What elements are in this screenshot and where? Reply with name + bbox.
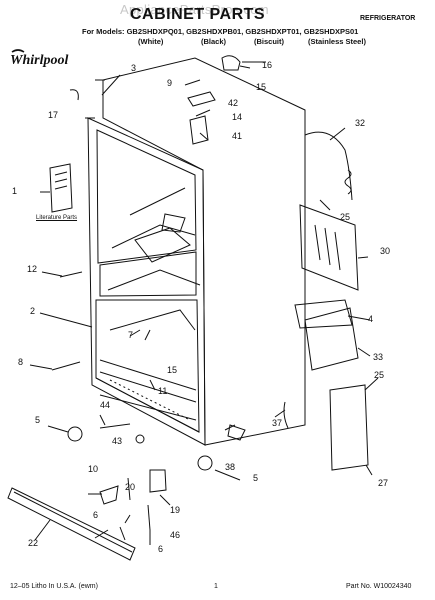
callout-12: 12	[27, 264, 38, 274]
toe-panel	[305, 308, 358, 370]
rear-grille	[300, 205, 358, 290]
callout-30: 30	[380, 246, 391, 256]
callout-16: 16	[262, 60, 273, 70]
callout-9: 9	[167, 78, 173, 88]
callout-3: 3	[131, 63, 137, 73]
callout-27: 27	[378, 478, 389, 488]
literature-booklet	[50, 164, 72, 212]
svg-text:Whirlpool: Whirlpool	[10, 53, 68, 68]
literature-parts-label: Literature Parts	[36, 215, 78, 221]
left-roller	[68, 427, 82, 441]
kickplate	[8, 488, 135, 560]
footer-part-number: Part No. W10024340	[346, 583, 412, 590]
variant-biscuit: (Biscuit)	[254, 37, 284, 46]
callout-17: 17	[48, 110, 59, 120]
callout-6-upper: 6	[93, 510, 99, 520]
callout-14: 14	[232, 112, 243, 122]
power-cord	[305, 132, 352, 200]
variant-white: (White)	[138, 37, 164, 46]
model-list: For Models: GB2SHDXPQ01, GB2SHDXPB01, GB…	[82, 27, 359, 36]
variant-black: (Black)	[201, 37, 227, 46]
callout-22: 22	[28, 538, 39, 548]
callout-1: 1	[12, 186, 18, 196]
site-watermark: AppliancePartsPros.com	[120, 2, 269, 17]
access-panel	[330, 385, 368, 470]
callout-2: 2	[30, 306, 36, 316]
callout-5-left: 5	[35, 415, 41, 425]
callout-37: 37	[272, 418, 283, 428]
footer-page-number: 1	[214, 583, 218, 590]
callout-19: 19	[170, 505, 181, 515]
callout-46: 46	[170, 530, 181, 540]
callout-8: 8	[18, 357, 24, 367]
variant-stainless: (Stainless Steel)	[308, 37, 366, 46]
cabinet-shell	[103, 58, 305, 445]
callout-41: 41	[232, 131, 243, 141]
callout-42: 42	[228, 98, 239, 108]
callout-4: 4	[368, 314, 374, 324]
right-roller	[198, 456, 212, 470]
page-title: CABINET PARTS	[130, 6, 266, 23]
callout-13: 15	[256, 82, 267, 92]
footer-print-info: 12–05 Litho In U.S.A. (ewm)	[10, 583, 98, 590]
callout-10: 10	[88, 464, 99, 474]
callout-25-upper: 25	[340, 212, 351, 222]
callout-33: 33	[373, 352, 384, 362]
cabinet-front-frame	[88, 118, 205, 445]
callout-15: 15	[167, 365, 178, 375]
callout-25-lower: 25	[374, 370, 385, 380]
whirlpool-logo: Whirlpool	[10, 49, 68, 68]
callout-32: 32	[355, 118, 366, 128]
callout-44: 44	[100, 400, 111, 410]
callout-6-lower: 6	[158, 544, 164, 554]
callout-20: 20	[125, 482, 136, 492]
appliance-category: REFRIGERATOR	[360, 15, 416, 22]
callout-5-right: 5	[253, 473, 259, 483]
callout-11: 11	[158, 386, 168, 396]
callout-7: 7	[128, 330, 134, 340]
callout-38: 38	[225, 462, 236, 472]
callout-43: 43	[112, 436, 123, 446]
